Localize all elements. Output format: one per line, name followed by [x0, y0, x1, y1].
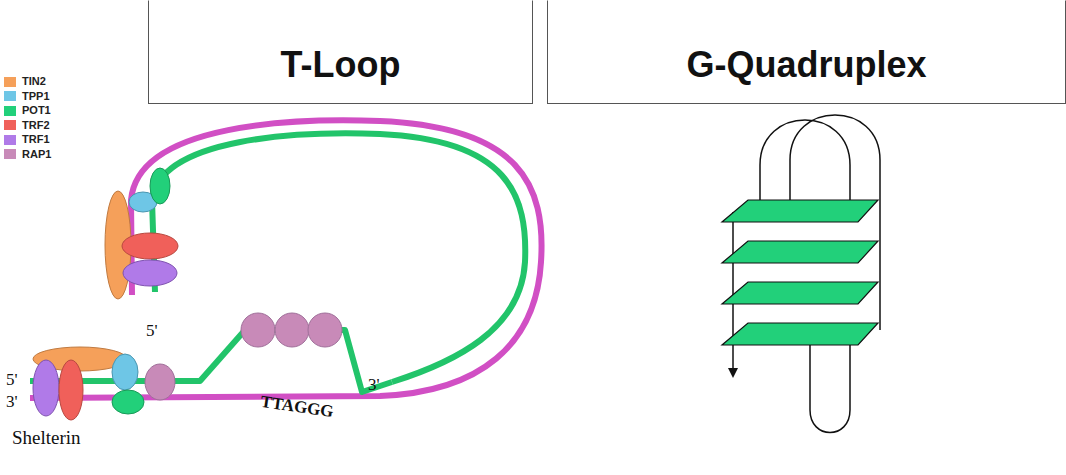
g-quadruplex-figure — [733, 115, 880, 433]
legend-swatch — [4, 120, 16, 130]
legend-row: TRF1 — [4, 134, 50, 145]
g-strand — [152, 133, 525, 382]
trf2-protein — [122, 233, 178, 259]
panel-title: G-Quadruplex — [686, 44, 926, 86]
panel-title: T-Loop — [281, 44, 401, 86]
pot1-protein — [150, 168, 170, 204]
strand-end: 5' — [6, 371, 18, 388]
legend-swatch — [4, 77, 16, 87]
legend-swatch — [4, 135, 16, 145]
strand-end: 3' — [6, 393, 18, 410]
legend-text: TRF1 — [22, 134, 50, 145]
legend-row: TPP1 — [4, 91, 50, 102]
legend-row: POT1 — [4, 105, 51, 116]
rap1-protein — [275, 313, 309, 347]
rap1-protein — [145, 364, 175, 400]
legend-text: TRF2 — [22, 120, 50, 131]
g-tetrad — [722, 200, 878, 345]
rap1-protein — [308, 313, 342, 347]
legend-swatch — [4, 91, 16, 101]
trf2-protein — [59, 360, 83, 420]
c-strand — [30, 120, 542, 398]
strand-arrowhead — [728, 368, 738, 378]
strand-end: 5' — [146, 322, 158, 339]
legend-row: RAP1 — [4, 149, 51, 160]
strand-end: 3' — [368, 376, 380, 393]
complex-name: Shelterin — [12, 428, 81, 447]
legend-text: POT1 — [22, 105, 51, 116]
title-box: T-Loop — [148, 0, 533, 104]
legend-row: TRF2 — [4, 120, 50, 131]
legend-text: TIN2 — [22, 76, 46, 87]
rap1-protein — [241, 313, 275, 347]
legend-row: TIN2 — [4, 76, 46, 87]
trf1-protein — [123, 260, 177, 286]
tpp1-protein — [112, 354, 138, 390]
legend-swatch — [4, 149, 16, 159]
trf1-protein — [33, 360, 59, 416]
title-box: G-Quadruplex — [547, 0, 1066, 104]
legend-text: RAP1 — [22, 149, 51, 160]
legend-swatch — [4, 106, 16, 116]
pot1-protein — [112, 390, 144, 414]
legend-text: TPP1 — [22, 91, 50, 102]
